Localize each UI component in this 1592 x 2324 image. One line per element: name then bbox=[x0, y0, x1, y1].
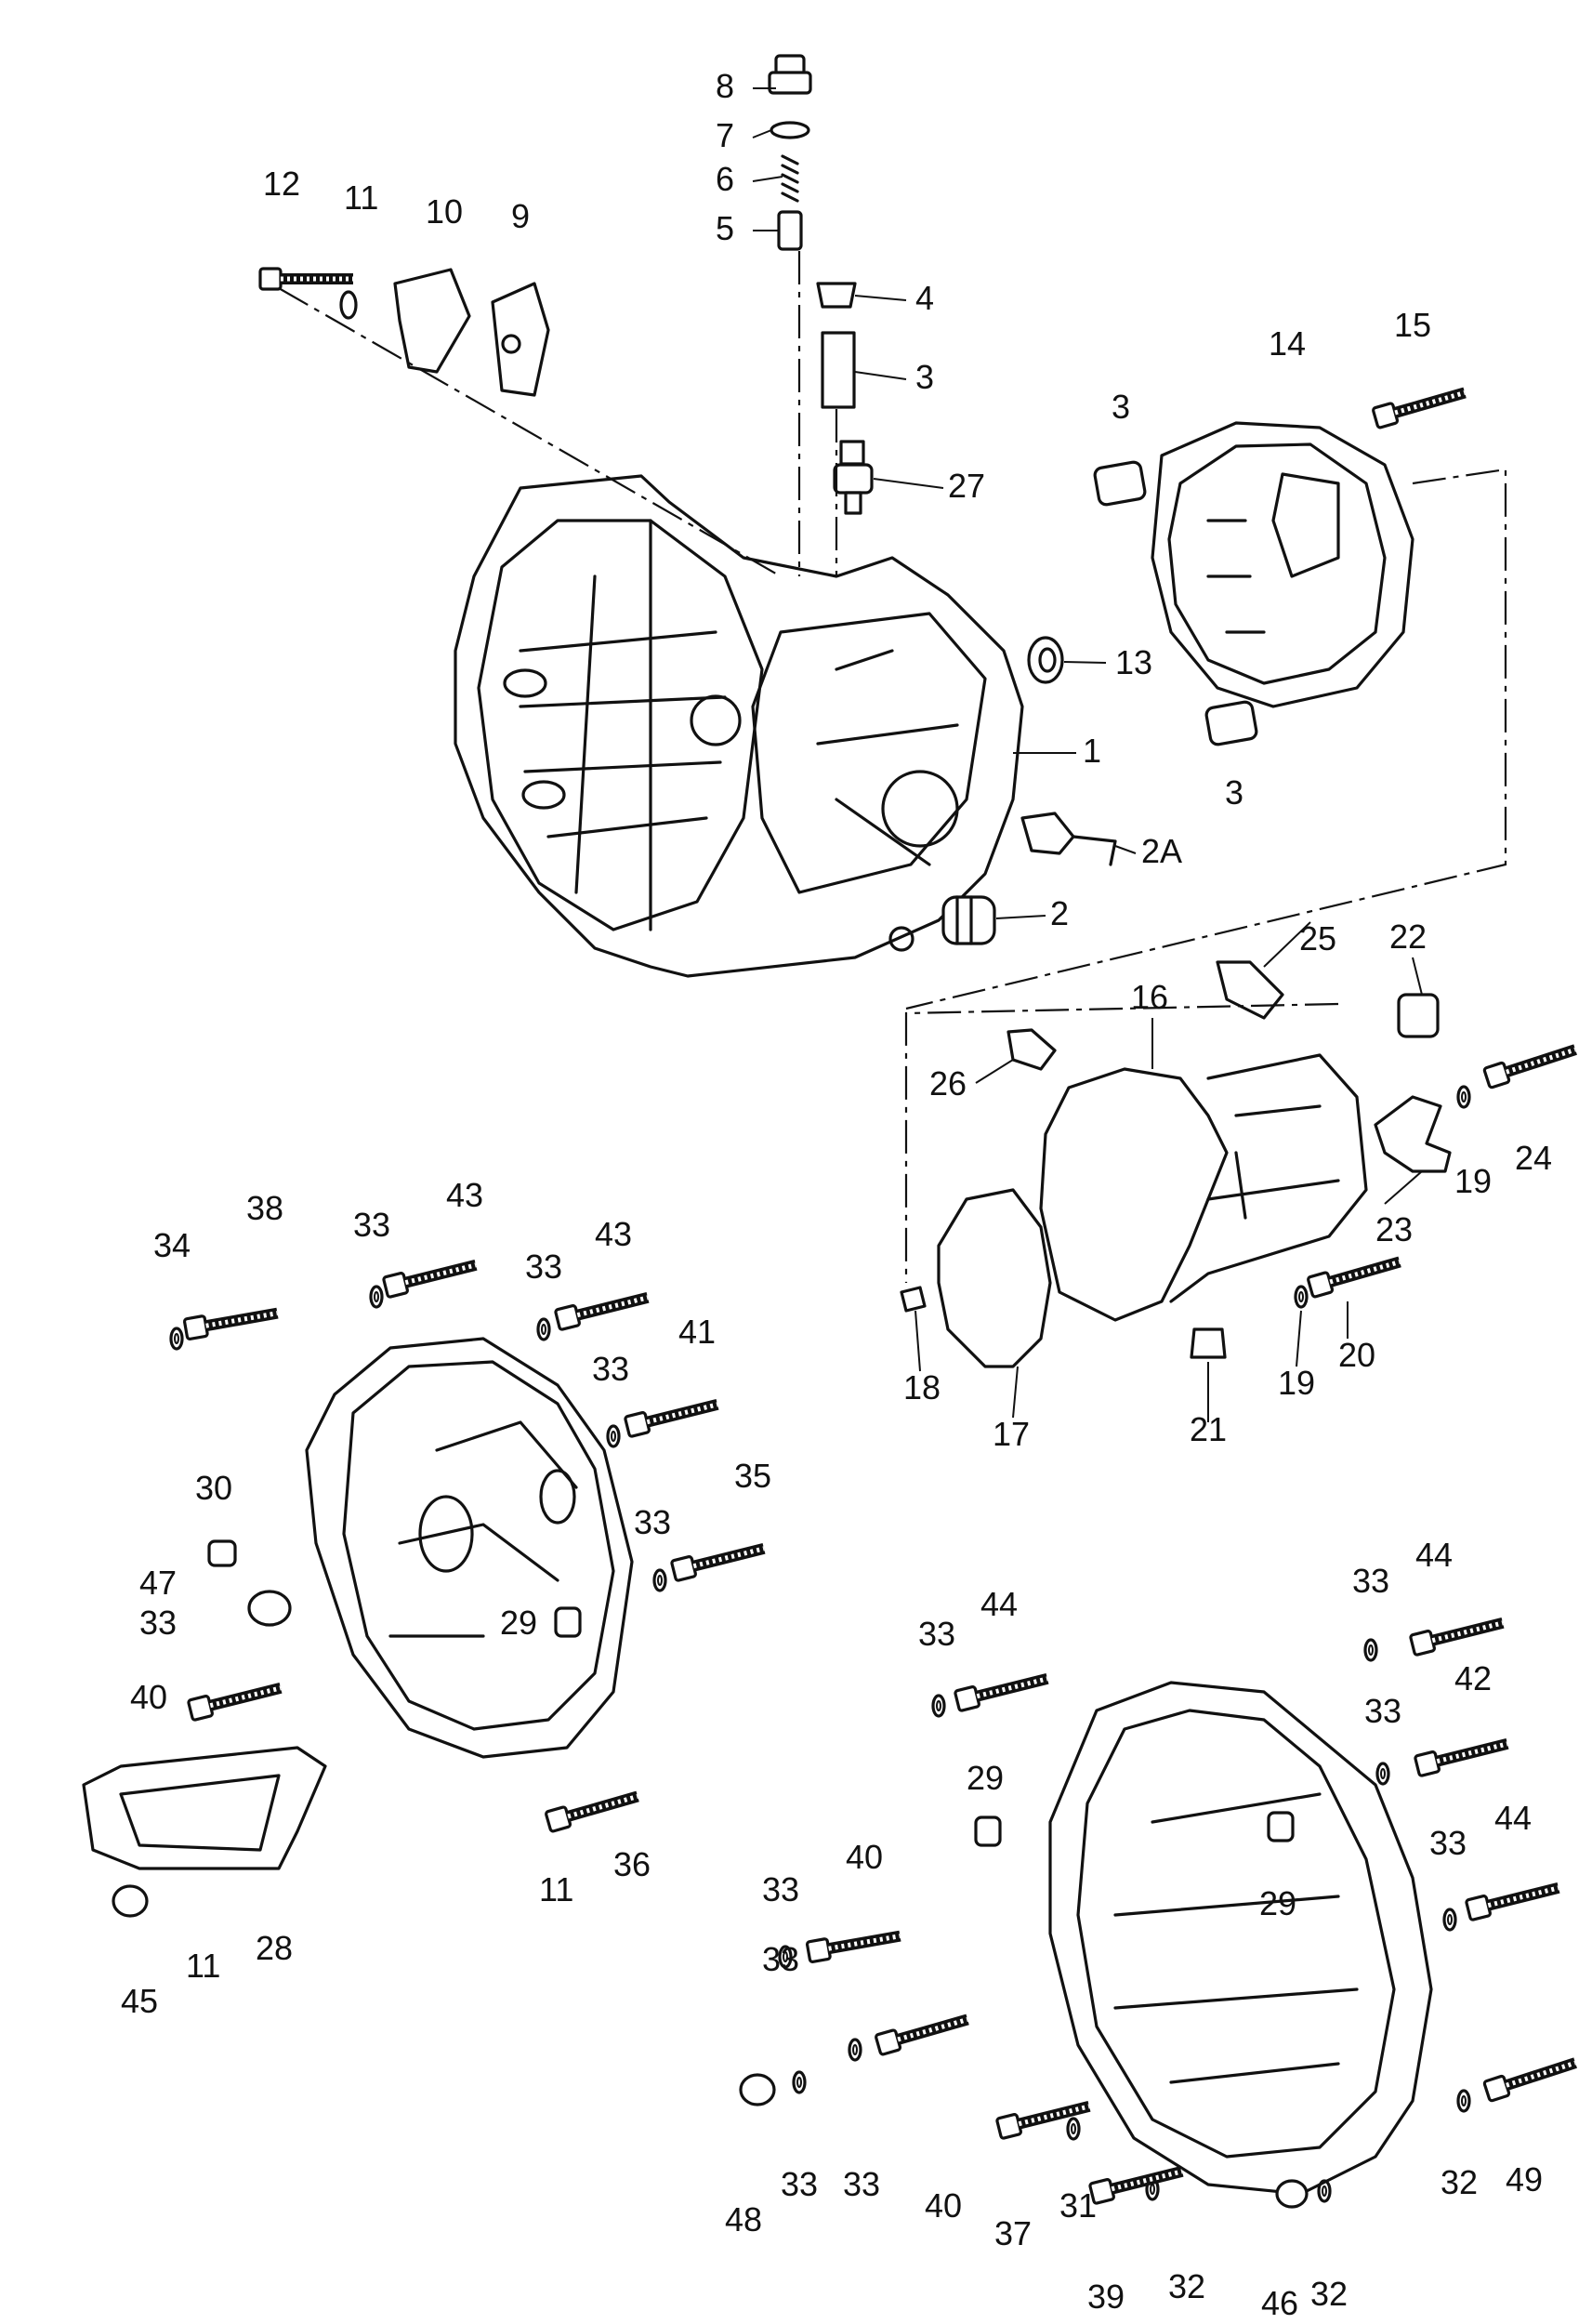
callout-34: 34 bbox=[153, 1226, 191, 1264]
callout-33m: 33 bbox=[762, 1940, 799, 1978]
callout-33e: 33 bbox=[139, 1604, 177, 1642]
callout-44c: 44 bbox=[1494, 1799, 1532, 1837]
switch-27 bbox=[833, 440, 874, 515]
callout-labels: 8 7 6 5 4 3 27 12 11 10 9 13 1 2A 2 3 14… bbox=[121, 67, 1552, 2322]
callout-29c: 29 bbox=[1259, 1884, 1296, 1922]
callout-29b: 29 bbox=[967, 1759, 1004, 1797]
callout-23: 23 bbox=[1375, 1210, 1413, 1248]
callout-33l: 33 bbox=[843, 2165, 880, 2203]
main-gearbox-housing bbox=[454, 474, 1024, 978]
callout-40a: 40 bbox=[130, 1678, 167, 1716]
callout-33c: 33 bbox=[592, 1350, 629, 1388]
callout-28: 28 bbox=[256, 1929, 293, 1967]
callout-5: 5 bbox=[716, 209, 734, 247]
callout-33h: 33 bbox=[1364, 1692, 1401, 1730]
callout-42: 42 bbox=[1454, 1659, 1492, 1697]
callout-22: 22 bbox=[1389, 918, 1427, 956]
callout-48: 48 bbox=[725, 2200, 762, 2238]
callout-7: 7 bbox=[716, 116, 734, 154]
rear-cover-14 bbox=[1151, 421, 1414, 708]
leader-lines bbox=[752, 87, 1423, 1422]
callout-2: 2 bbox=[1050, 894, 1069, 932]
callout-47: 47 bbox=[139, 1564, 177, 1602]
bellhousing-right bbox=[1048, 1681, 1433, 2196]
callout-11c: 11 bbox=[186, 1947, 220, 1985]
callout-16: 16 bbox=[1131, 978, 1168, 1016]
callout-33a: 33 bbox=[353, 1206, 390, 1244]
callout-11: 11 bbox=[344, 178, 378, 217]
callout-49: 49 bbox=[1506, 2160, 1543, 2199]
callout-11b: 11 bbox=[539, 1870, 573, 1908]
callout-3c: 3 bbox=[1225, 773, 1243, 812]
callout-40c: 40 bbox=[925, 2186, 962, 2225]
callout-33d: 33 bbox=[634, 1503, 671, 1541]
callout-13: 13 bbox=[1115, 643, 1152, 681]
callout-38: 38 bbox=[246, 1189, 283, 1227]
callout-39: 39 bbox=[1087, 2278, 1125, 2316]
callout-36: 36 bbox=[613, 1845, 651, 1883]
callout-33k: 33 bbox=[781, 2165, 818, 2203]
callout-30: 30 bbox=[195, 1469, 232, 1507]
callout-44b: 44 bbox=[1415, 1536, 1453, 1574]
callout-33i: 33 bbox=[1429, 1824, 1467, 1862]
callout-41: 41 bbox=[678, 1313, 716, 1351]
callout-33f: 33 bbox=[918, 1615, 955, 1653]
callout-8: 8 bbox=[716, 67, 734, 105]
callout-35: 35 bbox=[734, 1457, 771, 1495]
housing-16 bbox=[1039, 1053, 1368, 1322]
callout-24: 24 bbox=[1515, 1139, 1552, 1177]
bellhousing-left bbox=[305, 1337, 634, 1759]
callout-15: 15 bbox=[1394, 306, 1431, 344]
callout-12: 12 bbox=[263, 165, 300, 203]
breather-plug-stack bbox=[768, 54, 812, 251]
callout-4: 4 bbox=[915, 279, 934, 317]
callout-31: 31 bbox=[1059, 2186, 1097, 2225]
callout-46: 46 bbox=[1261, 2284, 1298, 2322]
callout-17: 17 bbox=[993, 1415, 1030, 1453]
callout-26: 26 bbox=[929, 1064, 967, 1103]
callout-10: 10 bbox=[426, 192, 463, 231]
callout-43b: 43 bbox=[595, 1215, 632, 1253]
callout-20: 20 bbox=[1338, 1336, 1375, 1374]
callout-2a: 2A bbox=[1141, 832, 1182, 870]
callout-43a: 43 bbox=[446, 1176, 483, 1214]
callout-32a: 32 bbox=[1168, 2267, 1205, 2305]
callout-19b: 19 bbox=[1278, 1364, 1315, 1402]
callout-33b: 33 bbox=[525, 1248, 562, 1286]
callout-27: 27 bbox=[948, 467, 985, 505]
callout-3b: 3 bbox=[1112, 388, 1130, 426]
callout-25: 25 bbox=[1299, 919, 1336, 957]
callout-3: 3 bbox=[915, 358, 934, 396]
callout-44a: 44 bbox=[980, 1585, 1018, 1623]
callout-33j: 33 bbox=[762, 1870, 799, 1908]
callout-1: 1 bbox=[1083, 732, 1101, 770]
callout-32b: 32 bbox=[1310, 2275, 1348, 2313]
sleeve-and-cap bbox=[816, 282, 857, 409]
callout-14: 14 bbox=[1269, 324, 1306, 363]
callout-9: 9 bbox=[511, 197, 530, 235]
callout-6: 6 bbox=[716, 160, 734, 198]
callout-32c: 32 bbox=[1441, 2163, 1478, 2201]
callout-40b: 40 bbox=[846, 1838, 883, 1876]
callout-45: 45 bbox=[121, 1982, 158, 2020]
callout-29a: 29 bbox=[500, 1604, 537, 1642]
callout-37: 37 bbox=[994, 2214, 1032, 2252]
callout-33g: 33 bbox=[1352, 1562, 1389, 1600]
callout-18: 18 bbox=[903, 1368, 941, 1406]
callout-19a: 19 bbox=[1454, 1162, 1492, 1200]
